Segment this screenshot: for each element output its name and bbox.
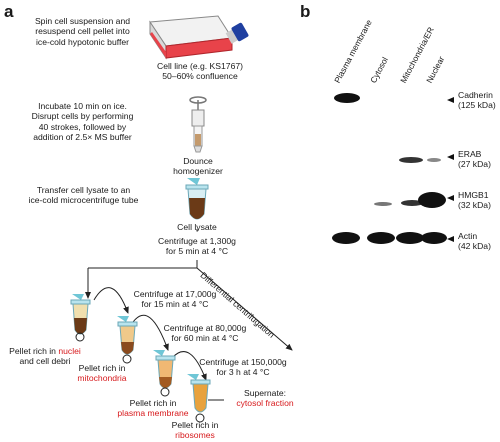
- blot-label-cadherin: Cadherin(125 kDa): [458, 90, 496, 111]
- western-blot-bands: [332, 93, 447, 244]
- blot-row-pointer-icons: [447, 97, 454, 242]
- mitochondria-pellet-label: Pellet rich in mitochondria: [77, 363, 127, 384]
- plasma-membrane-pellet-label: Pellet rich in plasma membrane: [117, 398, 189, 419]
- supernate-label: Supernate: cytosol fraction: [236, 388, 294, 409]
- cell-lysate-label: Cell lysate: [177, 222, 217, 232]
- cell-culture-flask-icon: [149, 15, 249, 60]
- nuclei-pellet-label: Pellet rich in nuclei and cell debri: [9, 346, 81, 367]
- panel-a-label: a: [4, 2, 14, 21]
- mitochondria-pellet-tube-icon: [117, 316, 138, 364]
- blot-label-actin: Actin(42 kDa): [458, 231, 491, 252]
- cell-lysate-tube-icon: [185, 178, 209, 220]
- nuclei-pellet-tube-icon: [70, 294, 91, 342]
- blot-label-hmgb1: HMGB1(32 kDa): [458, 190, 491, 211]
- plasma-membrane-pellet-tube-icon: [153, 350, 176, 397]
- panel-b-label: b: [300, 2, 311, 21]
- step2-text: Incubate 10 min on ice.Disrupt cells by …: [31, 101, 134, 143]
- cell-line-label: Cell line (e.g. KS1767)50–60% confluence: [157, 61, 243, 82]
- dounce-homogenizer-icon: [189, 96, 207, 153]
- ribosome-pellet-tube-icon: [187, 374, 211, 423]
- blot-label-erab: ERAB(27 kDa): [458, 149, 491, 170]
- ribosome-pellet-label: Pellet rich in ribosomes: [171, 420, 219, 441]
